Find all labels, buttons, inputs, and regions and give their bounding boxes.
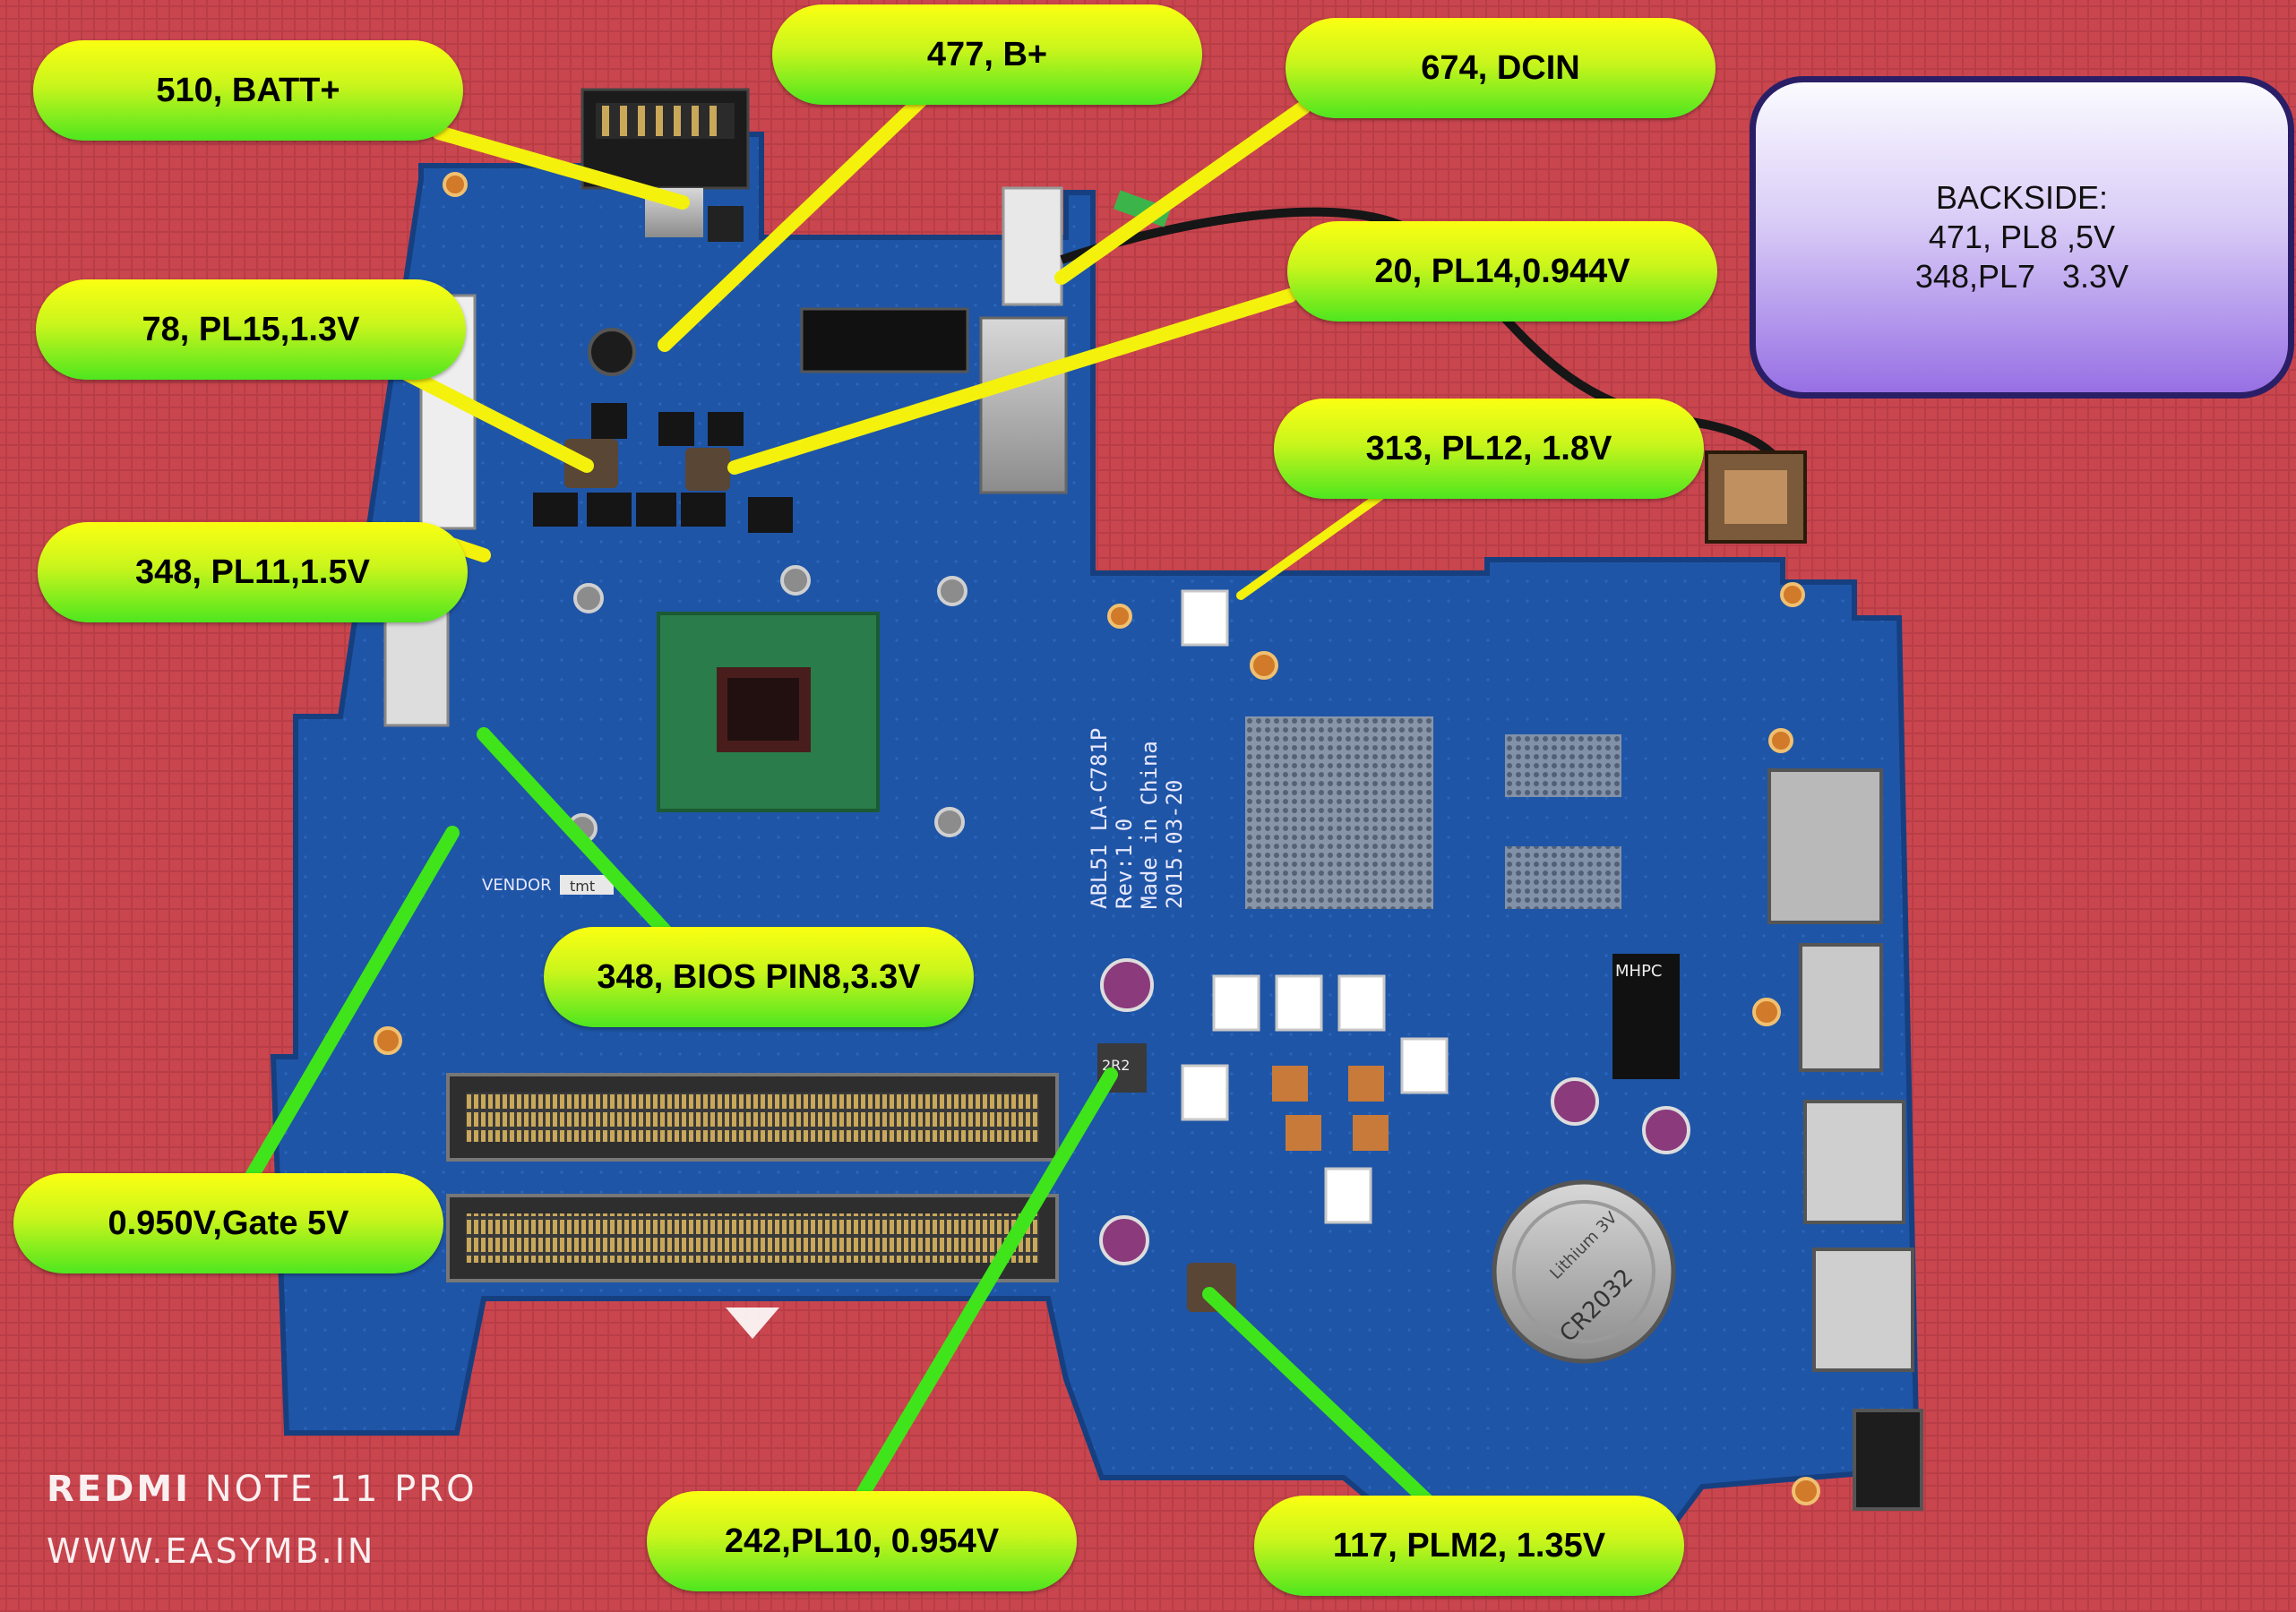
label-pl15: 78, PL15,1.3V bbox=[36, 279, 466, 380]
usb-port-2 bbox=[1812, 1248, 1914, 1372]
label-gate-5v: 0.950V,Gate 5V bbox=[13, 1173, 443, 1273]
callout-line-batt bbox=[432, 125, 690, 210]
backside-info-box: BACKSIDE: 471, PL8 ,5V 348,PL7 3.3V bbox=[1750, 76, 2294, 399]
label-batt-plus: 510, BATT+ bbox=[33, 40, 463, 141]
backside-line-3: 348,PL7 3.3V bbox=[1914, 257, 2129, 295]
mhpc-chip bbox=[1612, 954, 1680, 1079]
capacitor bbox=[588, 328, 636, 376]
mhpc-mark: MHPC bbox=[1615, 962, 1663, 981]
label-pl12: 313, PL12, 1.8V bbox=[1274, 399, 1704, 499]
camera-brand: REDMI bbox=[47, 1469, 192, 1510]
label-pl10: 242,PL10, 0.954V bbox=[647, 1491, 1077, 1591]
silkscreen-line-2: Rev:1.0 bbox=[1112, 819, 1137, 909]
usb-port-1 bbox=[1803, 1100, 1905, 1224]
battery-connector-pins bbox=[602, 106, 717, 136]
lan-port bbox=[1767, 768, 1883, 924]
label-b-plus: 477, B+ bbox=[772, 4, 1202, 105]
label-pl14: 20, PL14,0.944V bbox=[1287, 221, 1717, 322]
label-bios-pin8: 348, BIOS PIN8,3.3V bbox=[544, 927, 974, 1027]
camera-watermark: REDMI NOTE 11 PRO bbox=[47, 1469, 477, 1510]
silkscreen-vendor-mark: tmt bbox=[570, 878, 595, 895]
label-pl11: 348, PL11,1.5V bbox=[38, 522, 468, 622]
callout-line-dcin bbox=[1054, 100, 1311, 285]
callout-line-bios bbox=[477, 727, 681, 947]
callout-lines bbox=[244, 91, 1448, 1521]
bga-footprint bbox=[1245, 716, 1433, 909]
silkscreen-model: ABL51 LA-C781P Rev:1.0 Made in China 201… bbox=[1087, 728, 1187, 909]
inductor-pl14 bbox=[685, 448, 730, 491]
hdmi-port bbox=[1799, 943, 1883, 1072]
callout-line-gate bbox=[244, 826, 460, 1185]
backside-line-2: 471, PL8 ,5V bbox=[1928, 219, 2116, 256]
callout-line-pl15 bbox=[378, 356, 594, 473]
callout-line-bplus bbox=[658, 91, 930, 352]
website-watermark: WWW.EASYMB.IN bbox=[47, 1531, 376, 1571]
camera-model: NOTE 11 PRO bbox=[191, 1469, 477, 1510]
label-dcin: 674, DCIN bbox=[1286, 18, 1716, 118]
callout-line-pl10 bbox=[844, 1068, 1118, 1521]
callout-line-pl12 bbox=[1236, 479, 1402, 600]
silkscreen-vendor: VENDOR bbox=[482, 876, 552, 895]
silkscreen-line-1: ABL51 LA-C781P bbox=[1087, 728, 1112, 909]
mounting-holes bbox=[374, 172, 1820, 1505]
backside-line-1: BACKSIDE: bbox=[1935, 179, 2109, 217]
silkscreen-line-4: 2015.03-20 bbox=[1162, 780, 1187, 910]
callout-line-plm2 bbox=[1202, 1287, 1448, 1521]
audio-jack bbox=[1853, 1409, 1923, 1511]
callout-line-pl14 bbox=[727, 288, 1297, 475]
cmos-battery bbox=[1492, 1179, 1676, 1364]
label-plm2: 117, PLM2, 1.35V bbox=[1254, 1496, 1684, 1596]
silkscreen-line-3: Made in China bbox=[1137, 741, 1162, 909]
m2-slot bbox=[800, 307, 969, 373]
